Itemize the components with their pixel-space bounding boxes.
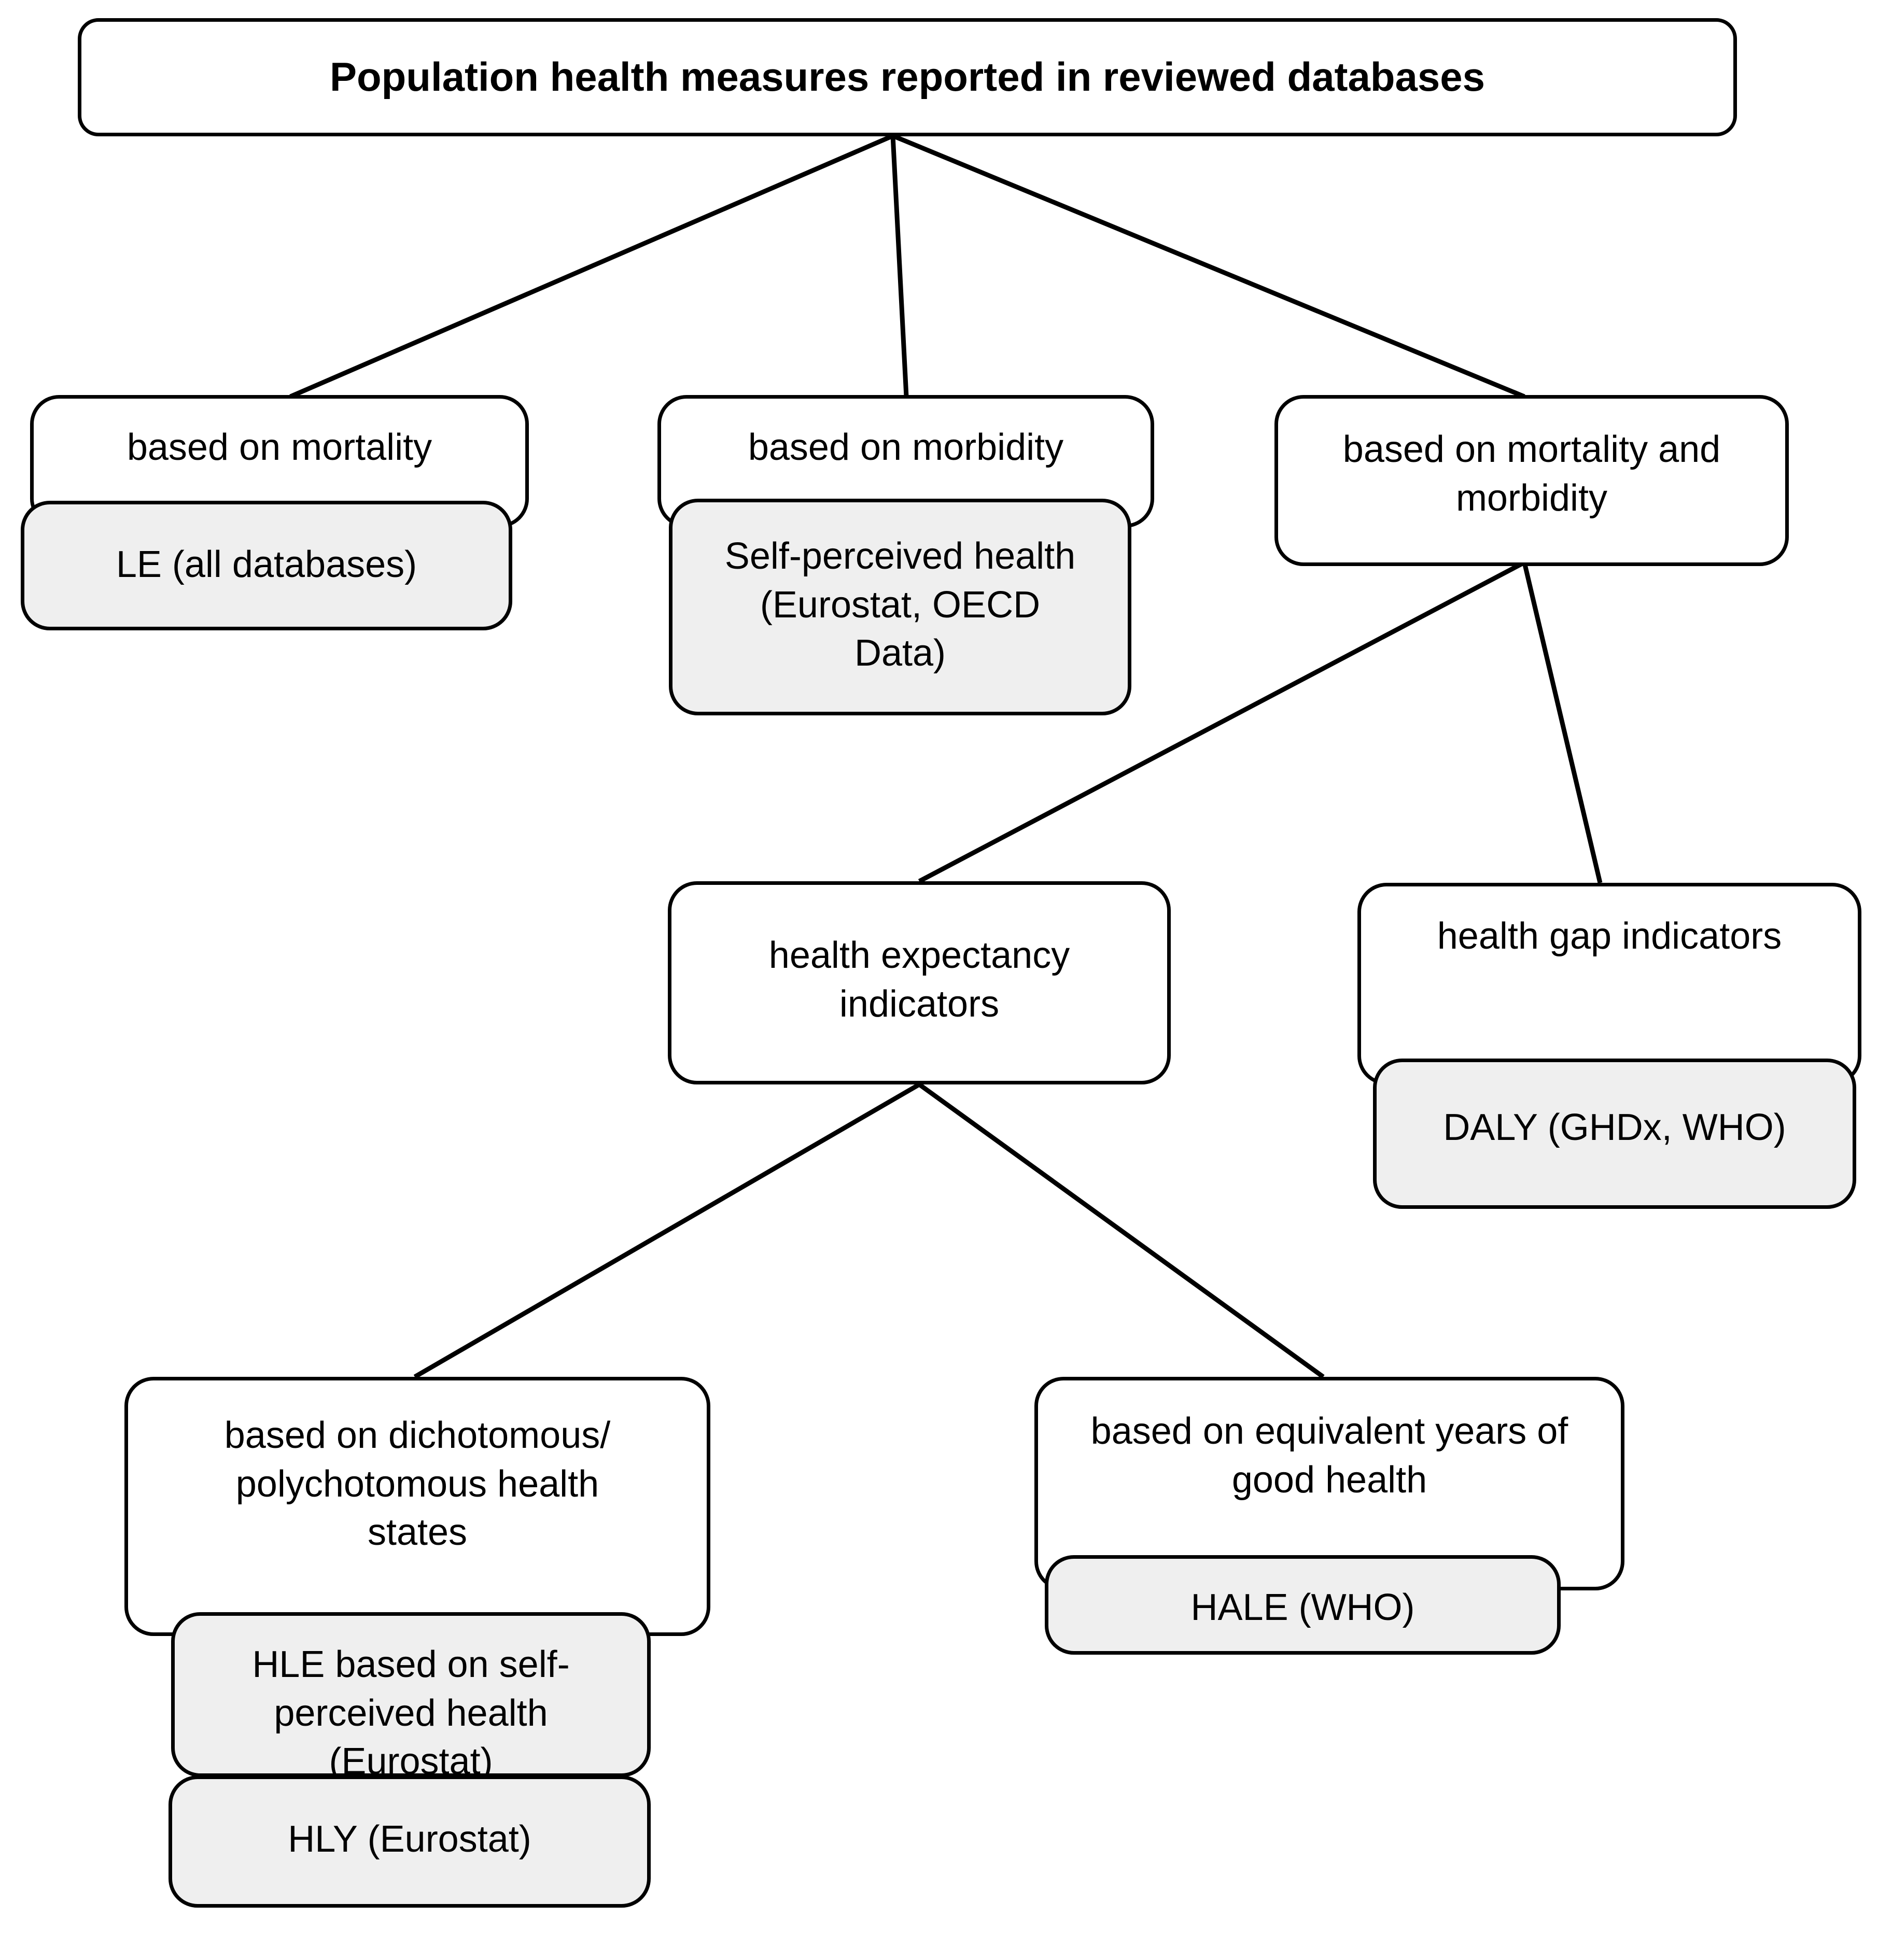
node-based-on-mortality-label: based on mortality [127,427,432,468]
edge-root-to-morbidity [890,135,909,397]
node-hale-label: HALE (WHO) [1190,1587,1415,1628]
node-based-on-mortality-and-morbidity[interactable]: based on mortality and morbidity [1274,395,1789,566]
node-hle-label: HLE based on self- perceived health (Eur… [252,1644,570,1783]
node-equivalent-years-good-health-label: based on equivalent years of good health [1090,1411,1568,1501]
node-equivalent-years-good-health[interactable]: based on equivalent years of good health [1034,1377,1624,1590]
node-health-gap-indicators-label: health gap indicators [1437,915,1782,957]
node-daly[interactable]: DALY (GHDx, WHO) [1373,1059,1856,1209]
node-hale[interactable]: HALE (WHO) [1045,1555,1561,1655]
edge-root-to-mortality [289,133,894,399]
node-self-perceived-health[interactable]: Self-perceived health (Eurostat, OECD Da… [669,499,1131,715]
edge-root-to-mortality-morbidity [892,133,1525,399]
node-self-perceived-health-label: Self-perceived health (Eurostat, OECD Da… [724,535,1076,674]
node-dichotomous-polychotomous[interactable]: based on dichotomous/ polychotomous heal… [124,1377,710,1636]
node-health-expectancy-indicators-label: health expectancy indicators [768,935,1070,1025]
node-health-gap-indicators[interactable]: health gap indicators [1357,883,1861,1085]
node-hly-label: HLY (Eurostat) [288,1818,531,1860]
edge-he-to-equivalent-years [918,1082,1325,1379]
node-le-label: LE (all databases) [116,544,417,585]
node-root[interactable]: Population health measures reported in r… [78,18,1737,136]
edge-he-to-dichotomous [413,1082,921,1379]
node-daly-label: DALY (GHDx, WHO) [1443,1107,1786,1148]
node-le[interactable]: LE (all databases) [21,501,512,630]
node-health-expectancy-indicators[interactable]: health expectancy indicators [668,881,1171,1084]
node-dichotomous-polychotomous-label: based on dichotomous/ polychotomous heal… [224,1415,611,1554]
node-based-on-mortality-and-morbidity-label: based on mortality and morbidity [1342,429,1721,519]
node-hle[interactable]: HLE based on self- perceived health (Eur… [171,1612,651,1782]
node-root-label: Population health measures reported in r… [329,54,1485,100]
node-hly[interactable]: HLY (Eurostat) [169,1775,651,1908]
edge-mm-to-health-gap [1522,561,1603,884]
node-based-on-morbidity-label: based on morbidity [748,427,1064,468]
